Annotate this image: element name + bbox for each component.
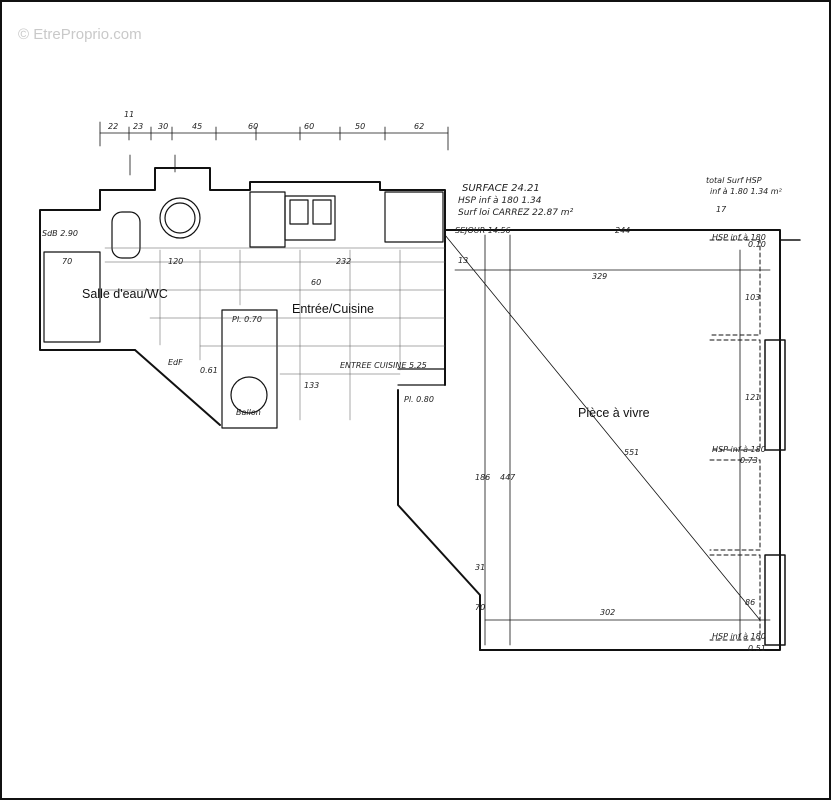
fridge-icon [384, 191, 444, 243]
window-frames [764, 239, 801, 646]
dim-302: 302 [600, 608, 615, 617]
windows [709, 239, 761, 641]
dim-244: 244 [615, 226, 630, 235]
note-sdb: SdB 2.90 [42, 229, 78, 238]
dim-top-8: 62 [414, 122, 424, 131]
dim-13: 13 [458, 256, 468, 265]
note-total: total Surf HSP [706, 176, 762, 185]
note-sejour: SEJOUR 14.56 [455, 226, 511, 235]
dim-top-4: 45 [192, 122, 202, 131]
dim-70b: 70 [475, 603, 485, 612]
fixtures [43, 191, 446, 429]
note-entree-cuisine: ENTREE CUISINE 5.25 [340, 361, 427, 370]
note-surface: SURFACE 24.21 [462, 183, 540, 194]
dim-60: 60 [311, 278, 321, 287]
note-hsp: HSP inf à 180 1.34 [458, 196, 542, 206]
dim-top-7: 50 [355, 122, 365, 131]
note-hsp-mid: HSP inf à 180 [712, 445, 766, 454]
dim-top-3: 30 [158, 122, 168, 131]
note-total-sub: inf à 1.80 1.34 m² [710, 187, 782, 196]
boiler-icon [230, 376, 268, 414]
dim-186: 186 [475, 473, 490, 482]
dim-232: 232 [336, 257, 351, 266]
hob-icon [249, 191, 286, 248]
dim-86: 86 [745, 598, 755, 607]
room-label-bathroom: Salle d'eau/WC [82, 287, 168, 301]
room-label-entry-kitchen: Entrée/Cuisine [292, 302, 374, 316]
dim-133: 133 [304, 381, 319, 390]
diagonal-551 [444, 234, 761, 621]
dim-121: 121 [745, 393, 760, 402]
dim-31: 31 [475, 563, 485, 572]
dim-447: 447 [500, 473, 516, 482]
dim-120: 120 [168, 257, 183, 266]
dim-top-6: 60 [304, 122, 314, 131]
note-hsp-top: HSP inf à 180 [712, 233, 766, 242]
note-ballon: Ballon [236, 408, 261, 417]
dim-329: 329 [592, 272, 607, 281]
cupboard [221, 309, 278, 429]
note-surf-carrez: Surf loi CARREZ 22.87 m² [458, 208, 574, 218]
watermark: © EtreProprio.com [18, 26, 142, 43]
living-dimensions [444, 234, 771, 646]
dim-103: 103 [745, 293, 760, 302]
dim-051: 0.51 [748, 644, 766, 653]
dim-top-2: 23 [133, 122, 143, 131]
note-edf: EdF [168, 358, 183, 367]
top-dimension-chain [99, 121, 449, 176]
note-pl070: Pl. 0.70 [232, 315, 262, 324]
dim-073: 0.73 [740, 456, 758, 465]
dim-551: 551 [624, 448, 639, 457]
floor-tiles [104, 247, 446, 421]
dim-061: 0.61 [200, 366, 218, 375]
note-pl080: Pl. 0.80 [404, 395, 434, 404]
outer-walls [39, 167, 781, 651]
toilet-icon [111, 211, 141, 259]
dim-top-1: 22 [108, 122, 118, 131]
note-hsp-bot: HSP inf à 180 [712, 632, 766, 641]
kitchen-sink-icon [284, 195, 336, 241]
shower-tray [43, 251, 101, 343]
washbasin-icon [159, 197, 201, 239]
dim-top-5: 60 [248, 122, 258, 131]
room-label-living: Pièce à vivre [578, 406, 650, 420]
dim-top-0: 11 [124, 110, 134, 119]
dim-010: 0.10 [748, 240, 766, 249]
dim-17: 17 [716, 205, 727, 214]
dim-70: 70 [62, 257, 72, 266]
